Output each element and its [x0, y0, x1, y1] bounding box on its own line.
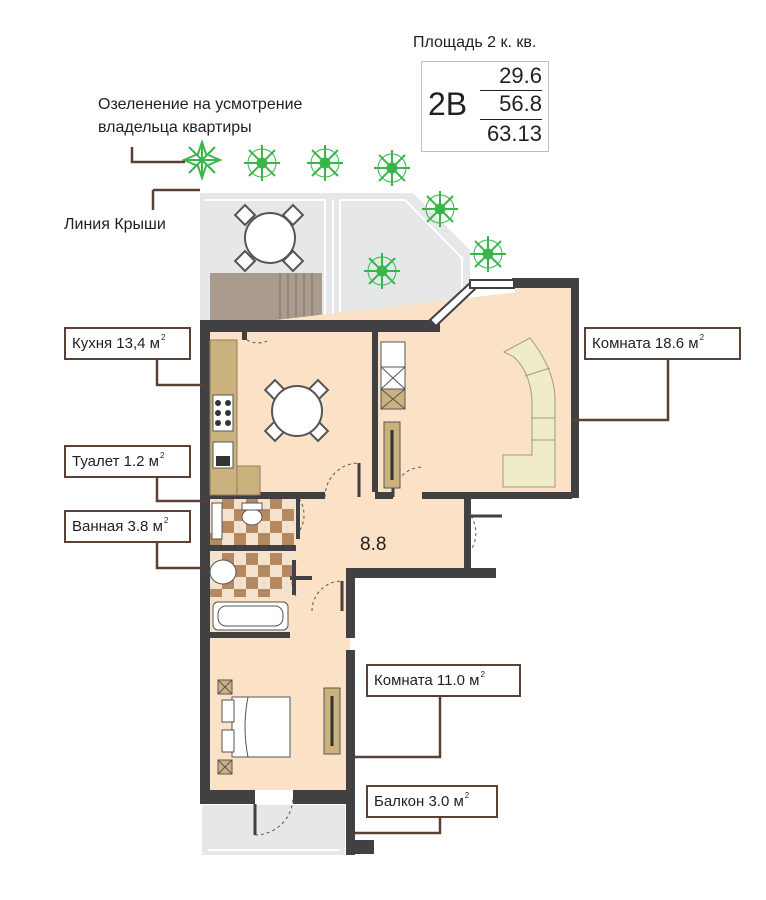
greenery-note-line2: владельца квартиры [98, 119, 252, 136]
walls [200, 278, 579, 855]
toilet-label-sup: 2 [159, 451, 165, 460]
bathroom-label-sup: 2 [163, 516, 169, 525]
bed-icon [217, 679, 291, 775]
small-room-label-text: Комната 11.0 м [374, 672, 480, 689]
sofa-icon [502, 337, 556, 488]
tv-unit-icons [323, 421, 401, 755]
kitchen-label-sup: 2 [161, 333, 166, 342]
bathroom-label-text: Ванная 3.8 м [72, 518, 163, 535]
area-divider [480, 119, 542, 120]
kitchen-table-icon [263, 378, 330, 443]
area-summary-box: 2В 29.6 56.8 63.13 [421, 61, 549, 152]
balcony-label-text: Балкон 3.0 м [374, 793, 464, 810]
total-with-balcony-value: 63.13 [486, 121, 542, 146]
total-area-value: 56.8 [499, 91, 542, 116]
door-swings [246, 339, 477, 836]
plan-title: Площадь 2 к. кв. [413, 34, 537, 51]
large-room-label-text: Комната 18.6 м [592, 335, 699, 352]
large-room-label-sup: 2 [699, 333, 705, 342]
area-divider [480, 90, 542, 91]
angled-window [428, 279, 515, 328]
greenery-note-line1: Озеленение на усмотрение [98, 96, 303, 113]
terrace-table-icon [233, 203, 305, 273]
apartment-code: 2В [428, 86, 468, 122]
kitchen-counter [209, 339, 261, 496]
roof-line-label: Линия Крыши [64, 216, 166, 233]
balcony-label-sup: 2 [464, 791, 470, 800]
hall-area-value: 8.8 [360, 534, 387, 555]
toilet-label-text: Туалет 1.2 м [72, 453, 159, 470]
sanitary-fixtures [209, 502, 289, 631]
living-area-value: 29.6 [499, 63, 542, 88]
plants [181, 138, 506, 289]
cabinet-icon [380, 341, 406, 410]
leader-lines [130, 147, 670, 835]
kitchen-label-text: Кухня 13,4 м [72, 335, 160, 352]
small-room-label-sup: 2 [480, 670, 485, 679]
